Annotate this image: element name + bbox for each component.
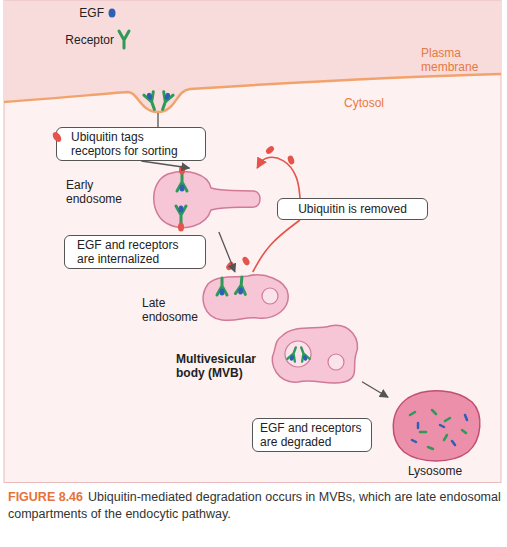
shape-outline: [198, 272, 292, 322]
annotation-box: Ubiquitin tags receptors for sorting: [56, 127, 206, 161]
late-endosome-shape: Late endosome: [198, 272, 292, 322]
membrane-outline: [272, 325, 357, 383]
legend-text: Receptor: [65, 33, 114, 47]
legend-text: EGF: [79, 6, 104, 20]
organelle-label: Multivesicular body (MVB): [176, 352, 266, 380]
flow-arrow: [362, 382, 388, 397]
caption-block: FIGURE 8.46Ubiquitin-mediated degradatio…: [8, 489, 502, 523]
organelle-label: Early endosome: [66, 178, 128, 206]
annotation-text: EGF and receptors are internalized: [77, 238, 195, 266]
extracellular-space: [4, 1, 501, 113]
shape-outline: [268, 322, 362, 386]
figure-panel: [4, 1, 501, 483]
degraded-receptor-fragments: [410, 410, 466, 449]
organelle-label: Lysosome: [388, 464, 482, 478]
internal-vesicle: [328, 354, 344, 370]
receptor-symbol: [119, 31, 129, 48]
receptor-symbol: [217, 278, 227, 296]
ubiquitin-symbol: [287, 155, 296, 166]
plasma-membrane-line: [4, 74, 501, 112]
ubiquitin-symbol: [265, 145, 276, 155]
degraded-egf-fragments: [412, 415, 467, 445]
ubiquitin-symbol: [51, 130, 63, 143]
membrane-outline: [393, 391, 480, 461]
receptor-symbol: [235, 277, 246, 295]
internal-vesicle: [285, 341, 311, 367]
receptor-symbol: [176, 206, 186, 232]
legend-entry: EGF: [40, 6, 104, 20]
receptor-symbol: [177, 166, 187, 192]
recycling-arrow: [257, 157, 300, 198]
egf-symbol: [109, 9, 116, 18]
receptor-symbol: [158, 91, 173, 111]
annotation-text: EGF and receptors are degraded: [260, 421, 366, 449]
legend-entry: Receptor: [40, 33, 114, 47]
early-endosome-shape: Early endosome: [148, 168, 264, 232]
ubiquitin-symbol: [241, 256, 251, 267]
figure-number: FIGURE 8.46: [8, 490, 83, 504]
region-label: Plasma membrane: [421, 46, 491, 74]
region-label: Cytosol: [344, 96, 424, 110]
annotation-text: Ubiquitin tags receptors for sorting: [71, 130, 193, 158]
leader-line: [157, 113, 158, 127]
internal-vesicle: [262, 288, 278, 304]
mvb-shape: Multivesicular body (MVB): [268, 322, 362, 386]
membrane-outline: [203, 275, 288, 320]
receptor-symbol: [287, 346, 299, 362]
annotation-box: Ubiquitin is removed: [277, 198, 428, 220]
flow-arrow: [219, 232, 235, 272]
annotation-box: EGF and receptors are internalized: [64, 235, 206, 269]
shape-outline: [388, 388, 482, 462]
annotation-box: EGF and receptors are degraded: [252, 418, 372, 452]
receptor-symbol: [298, 346, 310, 362]
lysosome-shape: Lysosome: [388, 388, 482, 462]
annotation-text: Ubiquitin is removed: [284, 202, 421, 216]
ubiquitin-symbol: [225, 261, 235, 272]
membrane-outline: [154, 172, 260, 228]
receptor-symbol: [144, 91, 159, 111]
organelle-label: Late endosome: [142, 296, 204, 324]
shape-outline: [148, 168, 264, 232]
flow-arrow: [141, 161, 189, 168]
recycling-arrow: [253, 220, 300, 272]
